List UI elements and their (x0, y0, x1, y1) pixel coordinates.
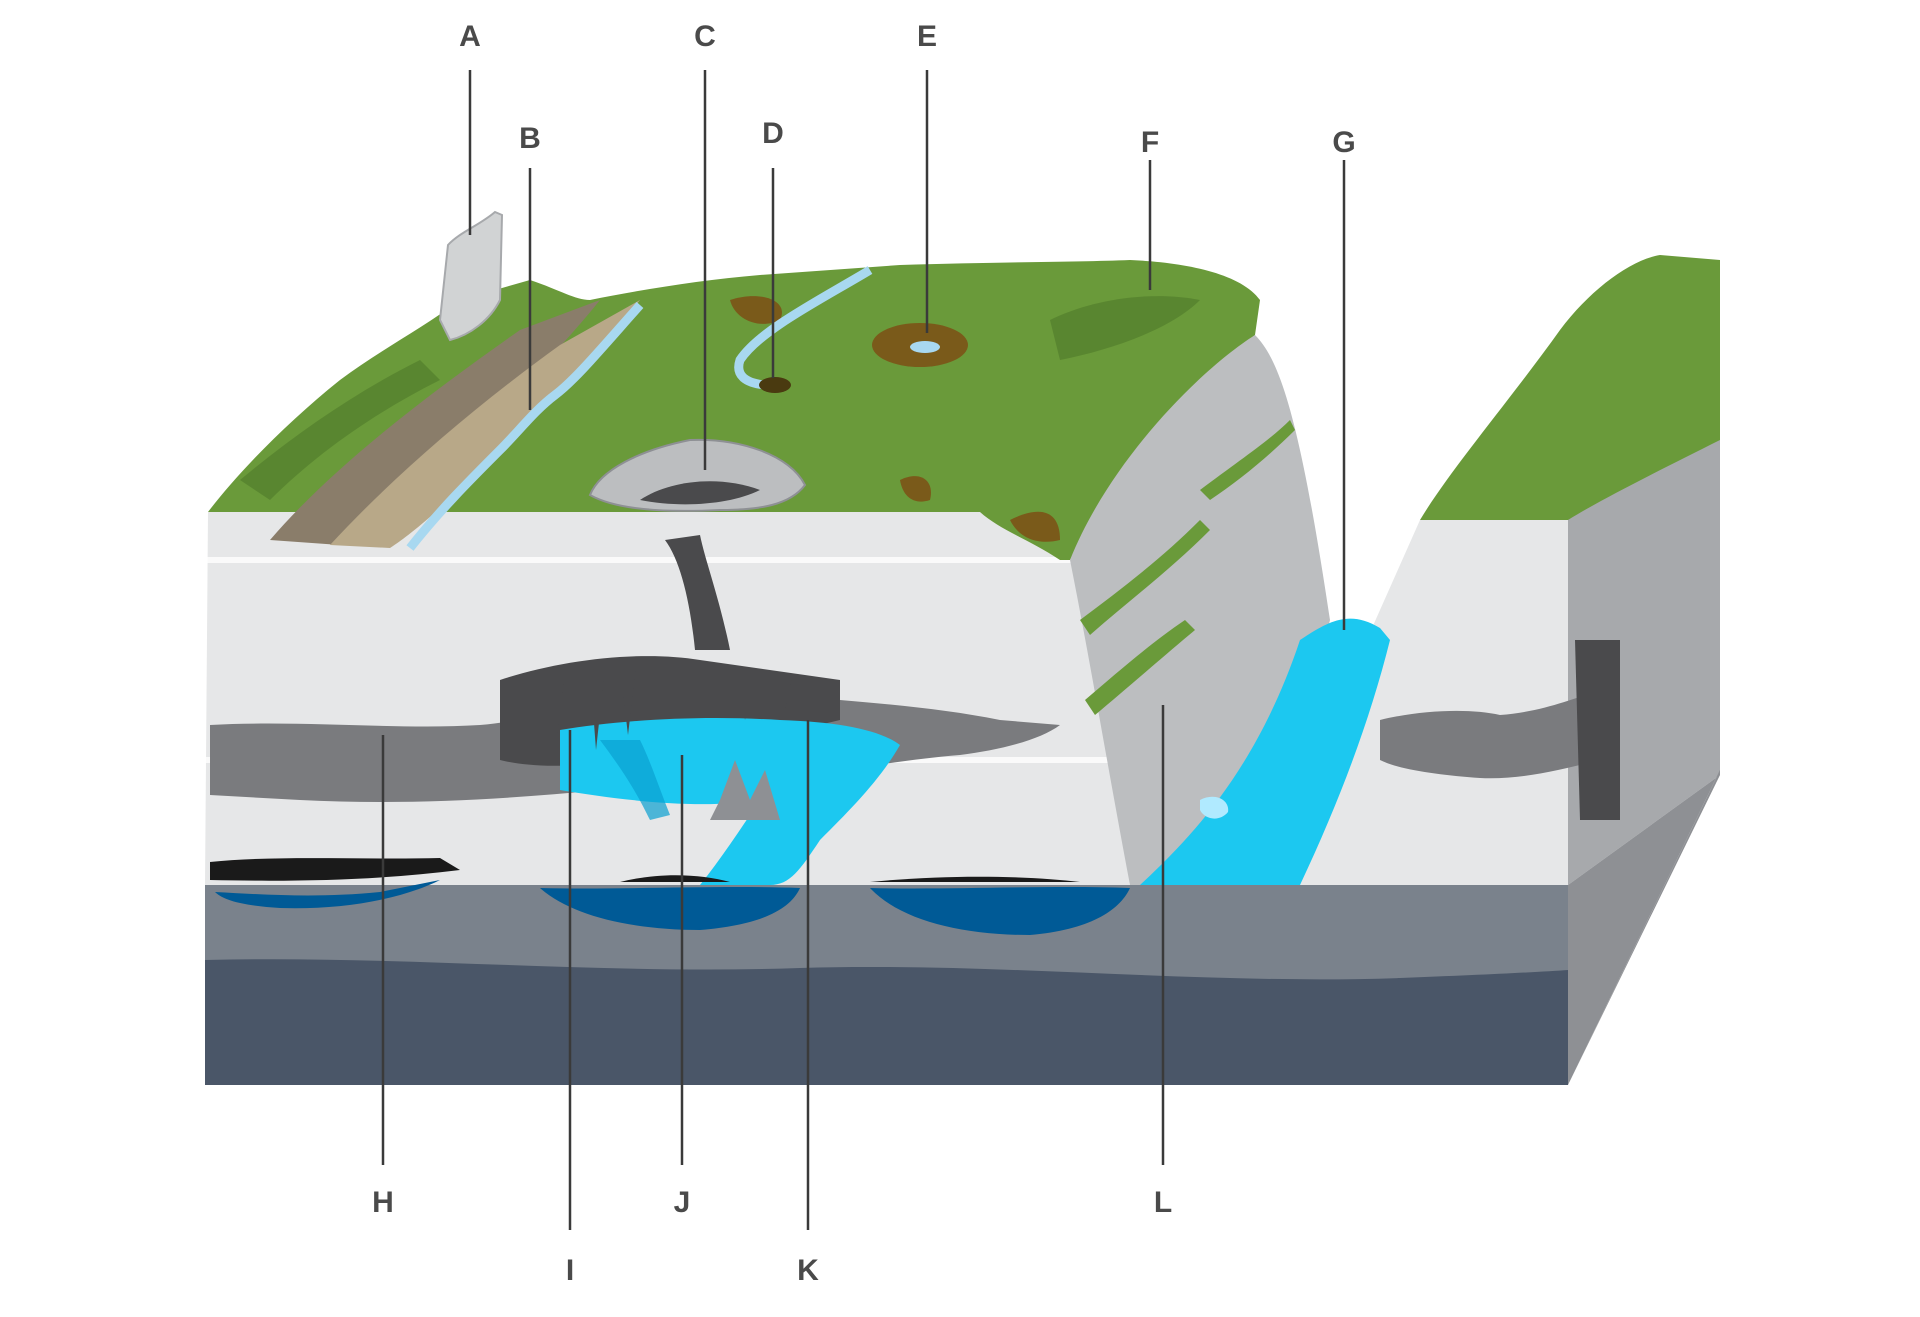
surface-terrain (208, 210, 1260, 560)
gorge (1070, 255, 1720, 885)
right-plateau-grass (1420, 255, 1720, 520)
labels: A B C D E F G H I J K L (372, 20, 1356, 1287)
swallow-hole (759, 377, 791, 393)
label-g: G (1332, 126, 1355, 159)
water-table-pool (215, 880, 440, 909)
bedrock-lower-layer (205, 959, 1568, 1085)
limestone-right-block (1290, 520, 1568, 885)
label-h: H (372, 1186, 394, 1219)
doline-pool (910, 341, 940, 353)
cliff-vegetation (1085, 620, 1195, 715)
collapse-doline-hole (640, 481, 760, 505)
gorge-river (1140, 618, 1390, 885)
cave-passage-right (1380, 690, 1600, 779)
sinking-stream (734, 266, 873, 390)
label-e: E (917, 20, 937, 53)
leader-lines (381, 70, 1346, 1230)
cave-dark-lens (620, 875, 730, 882)
soil-patch (900, 476, 931, 502)
label-d: D (762, 117, 784, 150)
bedrock-upper-layer (205, 885, 1568, 985)
label-a: A (459, 20, 481, 53)
cliff-vegetation (1200, 420, 1295, 500)
cliff-vegetation (1080, 520, 1210, 635)
resurgence-spring (1200, 796, 1229, 819)
cave-dark-lens (870, 876, 1080, 882)
label-f: F (1141, 126, 1159, 159)
vertical-shaft (665, 535, 730, 650)
label-l: L (1154, 1186, 1172, 1219)
flooded-cave-shadow (600, 740, 670, 820)
limestone-pavement-light (330, 300, 640, 548)
limestone-erratic (438, 210, 504, 342)
surface-stream (406, 302, 644, 551)
soil-patch (1010, 511, 1060, 542)
limestone-pavement-strip (270, 300, 600, 545)
water-table-pool (540, 887, 800, 930)
label-j: J (674, 1186, 691, 1219)
water-table-pool (870, 887, 1130, 935)
cave-system (210, 535, 1620, 935)
block-right-side-lower (1568, 770, 1720, 1085)
cave-dark-right (1575, 640, 1620, 820)
lower-cave-left (210, 858, 460, 881)
soil-patch (730, 296, 782, 324)
label-c: C (694, 20, 716, 53)
label-b: B (519, 122, 541, 155)
label-i: I (566, 1254, 574, 1287)
grass-dark-patch (1050, 296, 1200, 360)
stalagmite-column (710, 760, 780, 820)
label-k: K (797, 1254, 819, 1287)
grass-dark-patch (240, 360, 440, 500)
